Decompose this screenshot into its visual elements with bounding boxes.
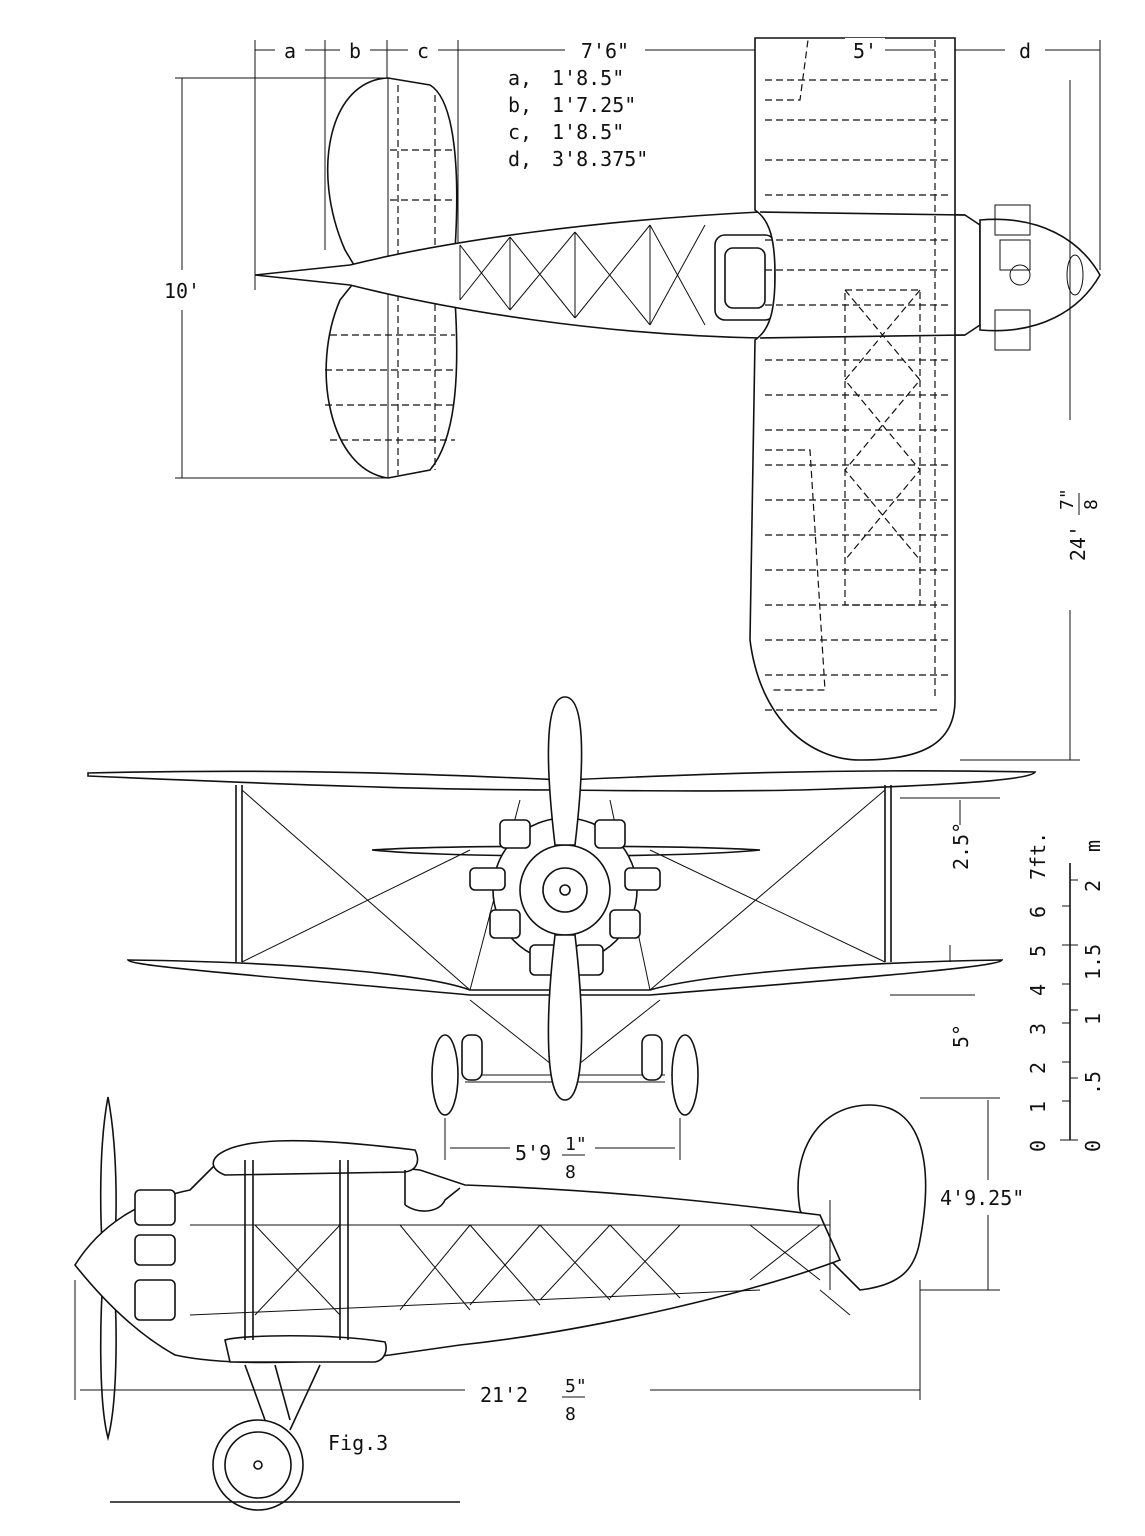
legend-value-d: 3'8.375"	[552, 147, 648, 171]
fuselage-side	[74, 1149, 842, 1364]
tail-chord-label: 7'6"	[581, 39, 629, 63]
half-span-numerator: 7"	[1057, 488, 1078, 510]
upper-wing-side	[212, 1139, 419, 1176]
track-numerator: 1"	[565, 1134, 587, 1155]
figure-caption: Fig.3	[328, 1431, 388, 1455]
length-denominator: 8	[565, 1404, 576, 1425]
height-label: 4'9.25"	[940, 1186, 1024, 1210]
half-span-main: 24'	[1066, 525, 1090, 561]
ft-tick-3: 3	[1026, 1023, 1050, 1035]
m-unit-label: m	[1081, 840, 1105, 852]
m-tick-0: 0	[1081, 1140, 1105, 1152]
legend-value-c: 1'8.5"	[552, 120, 624, 144]
legend-key-b: b,	[508, 93, 532, 117]
dimension-legend: a, 1'8.5" b, 1'7.25" c, 1'8.5" d, 3'8.37…	[508, 66, 648, 171]
legend-value-b: 1'7.25"	[552, 93, 636, 117]
m-tick-1.5: 1.5	[1081, 944, 1105, 980]
plan-view: a b c 7'6" d a, 1'8.5" b, 1'7.25" c, 1'8…	[164, 35, 1102, 761]
legend-key-c: c,	[508, 120, 532, 144]
track-dimension: 5'9 1" 8	[515, 1134, 587, 1183]
engine-cowl-plan	[979, 218, 1101, 332]
length-dimension: 21'2 5" 8	[480, 1376, 587, 1425]
top-dimension-line	[254, 35, 1101, 290]
half-span-dimension: 24' 7" 8	[1057, 488, 1102, 561]
front-view: 5'9 1" 8 2.5° 5°	[87, 696, 1037, 1183]
length-main: 21'2	[480, 1383, 528, 1407]
m-tick-2: 2	[1081, 880, 1105, 892]
legend-key-a: a,	[508, 66, 532, 90]
half-span-denominator: 8	[1081, 499, 1102, 510]
landing-gear	[244, 1364, 321, 1431]
main-wheels	[431, 1034, 699, 1116]
track-main: 5'9	[515, 1141, 551, 1165]
m-tick-1: 1	[1081, 1013, 1105, 1025]
scale-bar: 0 1 2 3 4 5 6 7ft. 0 .5 1 1.5 2 m	[1026, 832, 1105, 1152]
engine-side	[134, 1189, 176, 1321]
wheel-side	[212, 1419, 304, 1511]
dim-a-label: a	[284, 39, 296, 63]
ft-tick-2: 2	[1026, 1062, 1050, 1074]
radial-engine	[469, 817, 661, 976]
m-tick-0.5: .5	[1081, 1071, 1105, 1095]
dim-d-label: d	[1019, 39, 1031, 63]
side-view: 21'2 5" 8 4'9.25" Fig.3	[74, 1096, 1024, 1511]
lower-dihedral-label: 5°	[949, 1024, 973, 1048]
ft-tick-4: 4	[1026, 984, 1050, 996]
track-denominator: 8	[565, 1162, 576, 1183]
ft-unit-label: 7ft.	[1026, 832, 1050, 880]
ft-tick-5: 5	[1026, 945, 1050, 957]
dim-b-label: b	[349, 39, 361, 63]
length-numerator: 5"	[565, 1376, 587, 1397]
dim-c-label: c	[417, 39, 429, 63]
ft-tick-6: 6	[1026, 906, 1050, 918]
wing-chord-label: 5'	[853, 39, 877, 63]
legend-value-a: 1'8.5"	[552, 66, 624, 90]
ft-tick-0: 0	[1026, 1140, 1050, 1152]
upper-dihedral-label: 2.5°	[949, 822, 973, 870]
propeller-front	[547, 696, 583, 846]
ft-tick-1: 1	[1026, 1101, 1050, 1113]
wing-plan	[749, 37, 956, 761]
tail-span-label: 10'	[164, 279, 200, 303]
legend-key-d: d,	[508, 147, 532, 171]
lower-wing-side	[224, 1334, 387, 1363]
lower-wing-front	[126, 959, 1004, 996]
